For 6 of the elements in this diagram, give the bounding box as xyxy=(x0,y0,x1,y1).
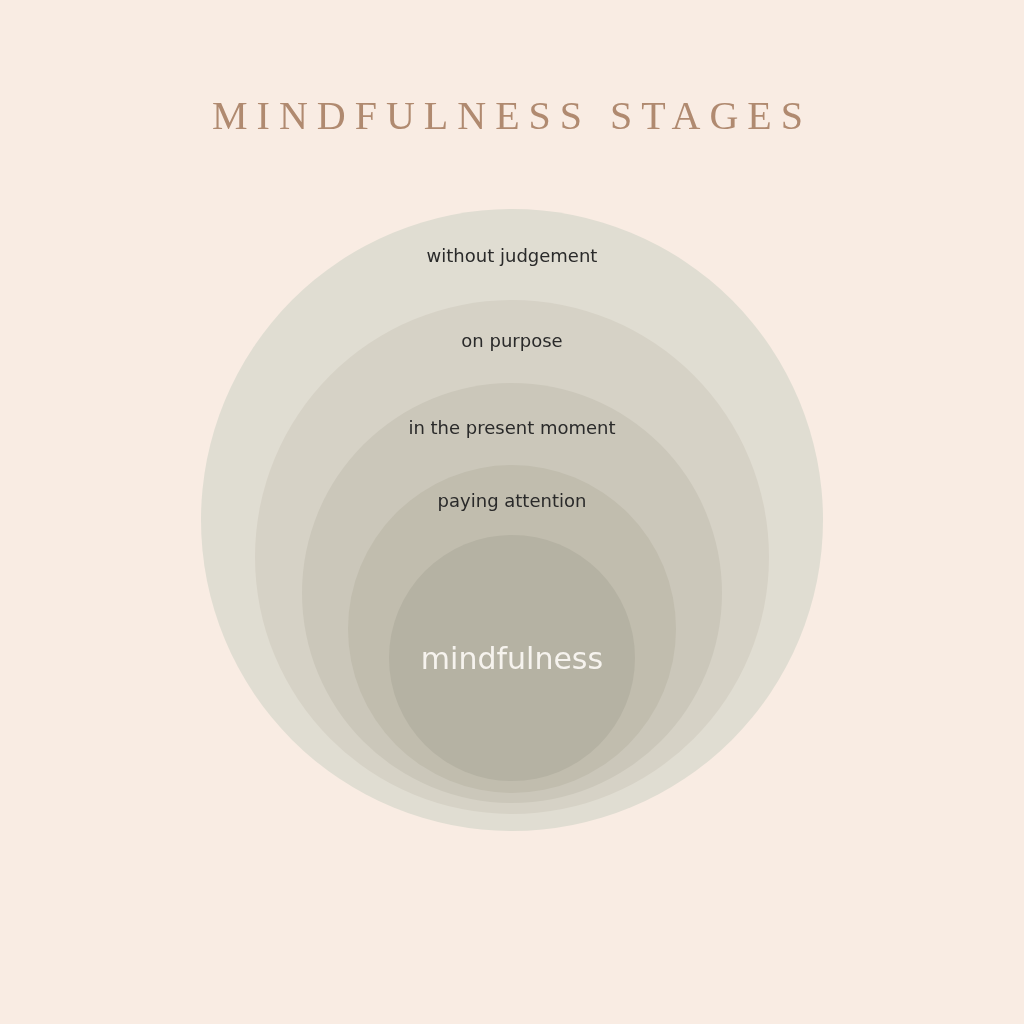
title: MINDFULNESS STAGES xyxy=(211,92,813,139)
stage-label: without judgement xyxy=(426,244,598,266)
stage-label: paying attention xyxy=(437,489,587,511)
stage-label: in the present moment xyxy=(408,416,616,438)
stage-label: mindfulness xyxy=(420,640,604,676)
stage-label: on purpose xyxy=(461,329,563,351)
